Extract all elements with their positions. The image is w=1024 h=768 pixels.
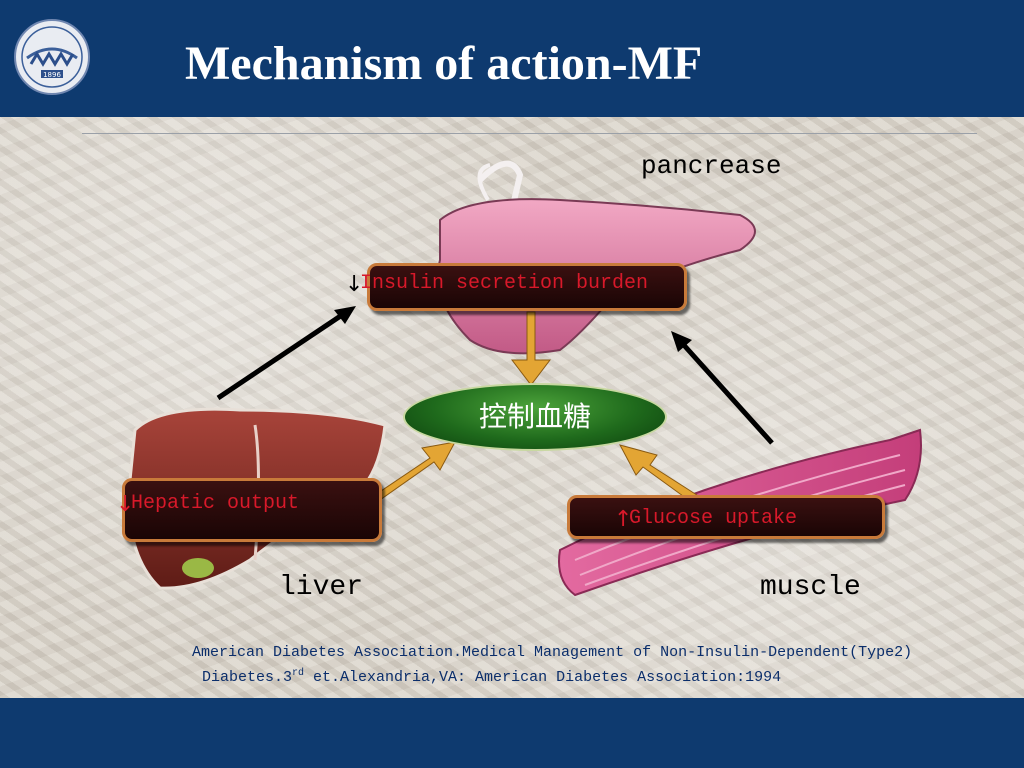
reference-superscript: rd [292,668,305,679]
glucose-control-label: 控制血糖 [478,400,591,433]
insulin-effect-text: Insulin secretion burden [360,272,649,295]
liver-label: liver [279,572,364,603]
insulin-effect-box [367,263,687,311]
insulin-effect-arrow: ↓ [345,272,364,297]
title-divider [82,133,977,134]
gold-arrows [374,311,701,505]
reference-line-2: Diabetes.3rd et.Alexandria,VA: American … [202,668,781,686]
hepatic-effect-text: Hepatic output [131,492,300,515]
glucose-effect-box [567,495,885,539]
header-band [0,0,1024,117]
reference-line-2-end: et.Alexandria,VA: American Diabetes Asso… [304,669,782,686]
pancreas-label: pancrease [641,151,782,181]
black-arrows [216,306,774,445]
footer-band [0,698,1024,768]
university-seal-icon: 1896 [14,19,90,95]
glucose-effect-text: Glucose uptake [629,507,798,530]
hepatic-effect-box [122,478,382,542]
pancreas-illustration [437,160,756,355]
reference-line-1: American Diabetes Association.Medical Ma… [192,644,913,661]
muscle-label: muscle [760,572,861,603]
svg-text:1896: 1896 [43,71,61,79]
hepatic-effect-arrow: ↓ [116,492,135,517]
page-title: Mechanism of action-MF [185,37,703,90]
reference-line-2-start: Diabetes.3 [202,669,293,686]
glucose-control-ellipse [403,383,667,451]
glucose-effect-arrow: ↑ [614,507,633,532]
